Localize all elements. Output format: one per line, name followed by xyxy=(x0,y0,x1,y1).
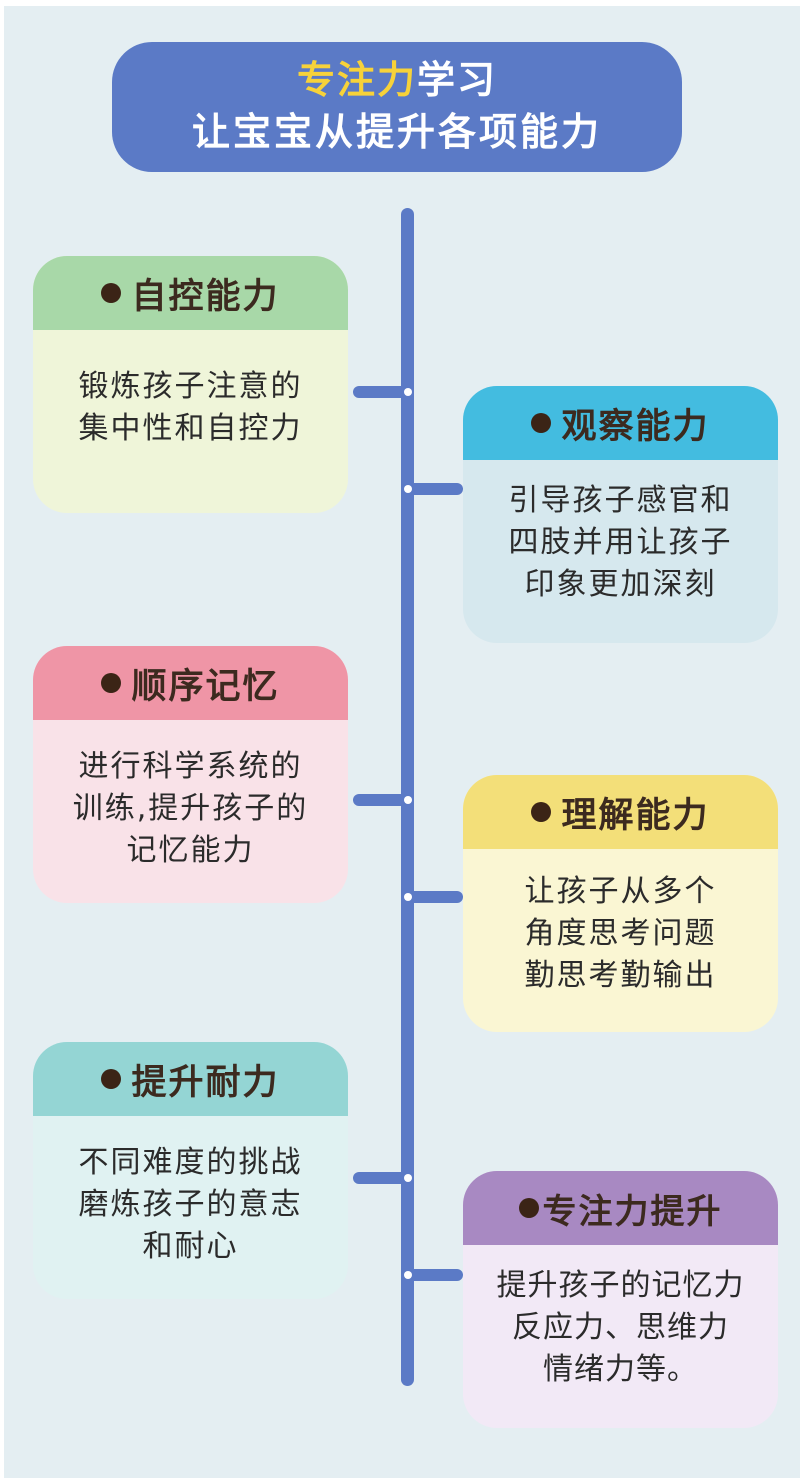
card-body-line: 提升孩子的记忆力 xyxy=(496,1268,745,1303)
card-comprehension: 理解能力 让孩子从多个 角度思考问题 勤思考勤输出 xyxy=(463,775,778,1032)
card-body: 进行科学系统的 训练,提升孩子的 记忆能力 xyxy=(33,720,348,872)
card-title-text: 专注力提升 xyxy=(542,1191,723,1232)
card-sequence-memory: 顺序记忆 进行科学系统的 训练,提升孩子的 记忆能力 xyxy=(33,646,348,903)
connector-left-1 xyxy=(353,386,409,398)
card-body-line: 不同难度的挑战 xyxy=(78,1145,303,1180)
connector-dot xyxy=(404,1271,412,1279)
card-title: 顺序记忆 xyxy=(33,646,348,720)
card-observation: 观察能力 引导孩子感官和 四肢并用让孩子 印象更加深刻 xyxy=(463,386,778,643)
card-body: 让孩子从多个 角度思考问题 勤思考勤输出 xyxy=(463,849,778,997)
card-body-line: 角度思考问题 xyxy=(524,916,717,951)
connector-left-2 xyxy=(353,794,409,806)
bullet-icon xyxy=(101,1069,122,1089)
connector-dot xyxy=(404,796,412,804)
card-body: 不同难度的挑战 磨炼孩子的意志 和耐心 xyxy=(33,1116,348,1268)
bullet-icon xyxy=(101,673,122,693)
card-body-line: 集中性和自控力 xyxy=(78,411,303,446)
card-body-line: 四肢并用让孩子 xyxy=(508,525,733,560)
card-focus-boost: 专注力提升 提升孩子的记忆力 反应力、思维力 情绪力等。 xyxy=(463,1171,778,1428)
card-body-line: 勤思考勤输出 xyxy=(524,958,717,993)
connector-right-3 xyxy=(407,1269,463,1281)
bullet-icon xyxy=(531,413,552,433)
card-body-line: 引导孩子感官和 xyxy=(508,483,733,518)
card-endurance: 提升耐力 不同难度的挑战 磨炼孩子的意志 和耐心 xyxy=(33,1042,348,1299)
card-body-line: 反应力、思维力 xyxy=(512,1310,729,1345)
connector-right-1 xyxy=(407,483,463,495)
bullet-icon xyxy=(531,802,552,822)
card-title: 自控能力 xyxy=(33,256,348,330)
connector-left-3 xyxy=(353,1172,409,1184)
bullet-icon xyxy=(101,283,122,303)
connector-dot xyxy=(404,1174,412,1182)
card-body-line: 情绪力等。 xyxy=(543,1352,698,1387)
card-body-line: 印象更加深刻 xyxy=(524,567,717,602)
card-title-text: 自控能力 xyxy=(131,276,280,317)
card-body: 提升孩子的记忆力 反应力、思维力 情绪力等。 xyxy=(463,1245,778,1391)
card-title-text: 理解能力 xyxy=(561,795,710,836)
header-title-line2: 让宝宝从提升各项能力 xyxy=(191,110,602,154)
connector-right-2 xyxy=(407,891,463,903)
card-title-text: 提升耐力 xyxy=(131,1062,280,1103)
card-title: 理解能力 xyxy=(463,775,778,849)
card-body-line: 让孩子从多个 xyxy=(524,874,717,909)
connector-dot xyxy=(404,485,412,493)
header-title-rest: 学习 xyxy=(417,58,498,102)
card-body-line: 磨炼孩子的意志 xyxy=(78,1187,303,1222)
card-title-text: 顺序记忆 xyxy=(131,666,280,707)
card-body-line: 进行科学系统的 xyxy=(78,749,303,784)
card-title-text: 观察能力 xyxy=(561,406,710,447)
card-title: 观察能力 xyxy=(463,386,778,460)
card-body: 锻炼孩子注意的 集中性和自控力 xyxy=(33,330,348,450)
card-title: 提升耐力 xyxy=(33,1042,348,1116)
connector-dot xyxy=(404,388,412,396)
page-header: 专注力学习 让宝宝从提升各项能力 xyxy=(112,42,682,172)
card-body: 引导孩子感官和 四肢并用让孩子 印象更加深刻 xyxy=(463,460,778,606)
header-accent: 专注力 xyxy=(296,58,417,102)
card-body-line: 训练,提升孩子的 xyxy=(72,791,309,826)
card-body-line: 和耐心 xyxy=(142,1229,239,1264)
header-title-line1: 专注力学习 xyxy=(112,56,682,104)
card-body-line: 记忆能力 xyxy=(126,833,255,868)
connector-dot xyxy=(404,893,412,901)
card-self-control: 自控能力 锻炼孩子注意的 集中性和自控力 xyxy=(33,256,348,513)
card-body-line: 锻炼孩子注意的 xyxy=(78,369,303,404)
bullet-icon xyxy=(518,1198,539,1218)
card-title: 专注力提升 xyxy=(463,1171,778,1245)
